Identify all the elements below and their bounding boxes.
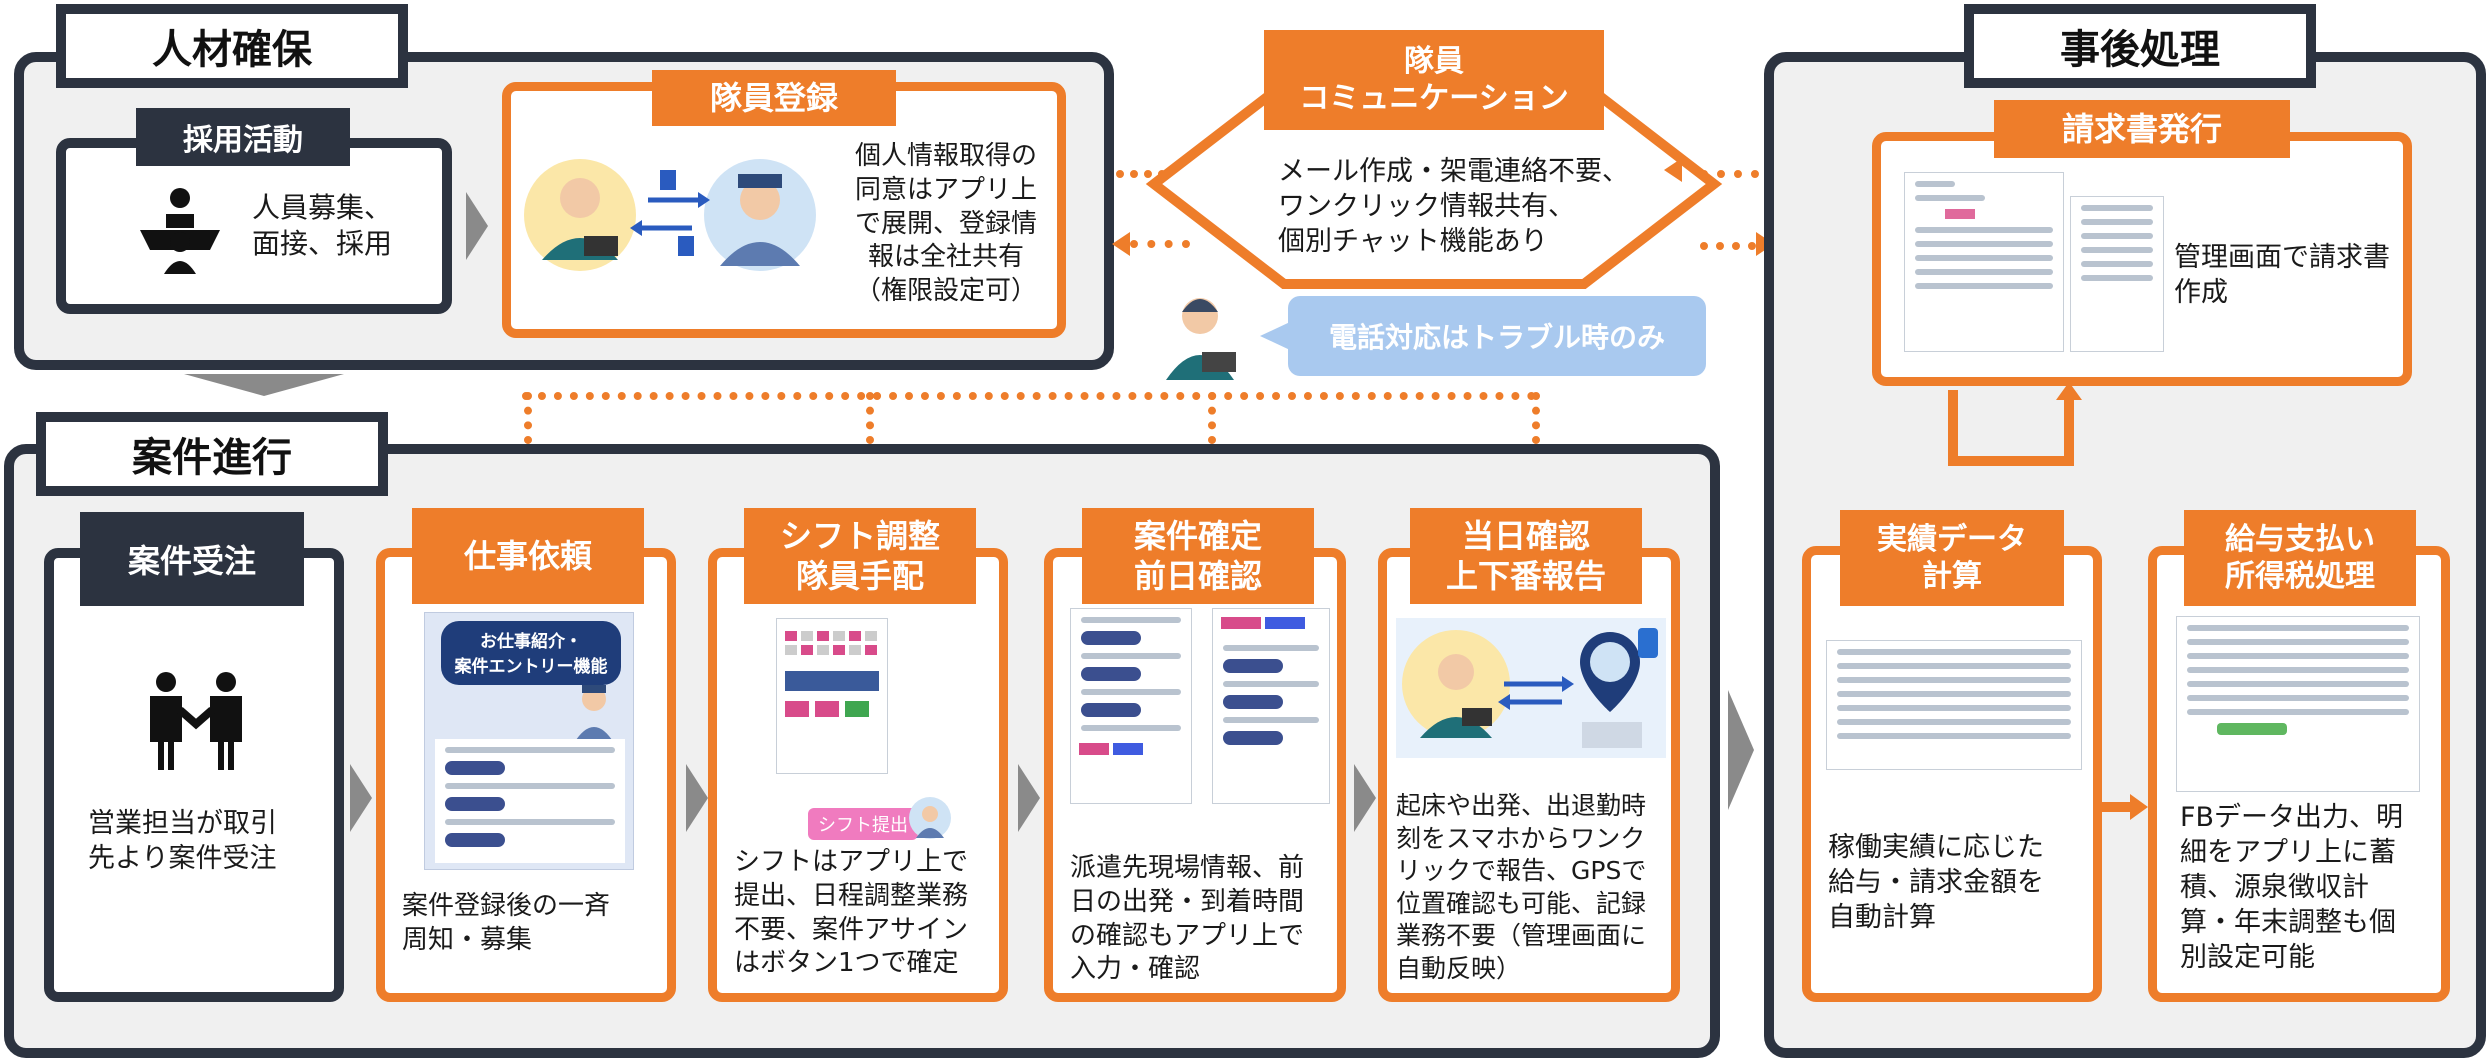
arrow-right-icon [2130, 794, 2148, 820]
recruit-activity-text: 人員募集、 面接、採用 [252, 191, 393, 261]
dotted-drop [1208, 392, 1216, 488]
order-text: 営業担当が取引 先より案件受注 [88, 808, 277, 875]
arrow-right-icon [1728, 690, 1754, 810]
calc-screen-image [1826, 640, 2082, 770]
step-screen-3b [1212, 608, 1330, 804]
step-text-4: 起床や出発、出退勤時 刻をスマホからワンク リックで報告、GPSで 位置確認も可… [1396, 791, 1647, 983]
step-label-3: 案件確定 前日確認 [1082, 508, 1314, 604]
arrow-right-icon [350, 764, 372, 832]
dotted-connector [1116, 170, 1166, 178]
step-label-2: シフト調整 隊員手配 [744, 508, 976, 604]
connector-line [2102, 802, 2132, 812]
operator-exchange-guard-icon [520, 140, 820, 280]
arrow-left-icon [1664, 158, 1682, 182]
invoice-label: 請求書発行 [1994, 100, 2290, 158]
dotted-drop [866, 392, 874, 488]
callout-bubble [1288, 296, 1706, 376]
callout-text: 電話対応はトラブル時のみ [1328, 321, 1665, 354]
step-screen-2 [776, 618, 888, 774]
step-caption-2: シフト提出 [808, 808, 918, 840]
order-box [44, 548, 344, 1002]
payroll-text: FBデータ出力、明 細をアプリ上に蓄 積、源泉徴収計 算・年末調整も個 別設定可… [2180, 802, 2404, 974]
connector-line [2064, 396, 2074, 466]
dotted-connector [1130, 240, 1190, 248]
arrow-down-icon [184, 374, 344, 396]
payroll-screen-image [2176, 616, 2420, 792]
arrow-left-icon [1112, 232, 1130, 256]
calc-text: 稼働実績に応じた 給与・請求金額を 自動計算 [1828, 832, 2044, 934]
dotted-drop [524, 392, 532, 488]
step-caption-1: お仕事紹介・ 案件エントリー機能 [441, 621, 621, 685]
callout-pointer [1260, 322, 1290, 350]
connector-line [1948, 456, 2072, 466]
arrow-right-icon [466, 192, 488, 260]
step-text-3: 派遣先現場情報、前 日の出発・到着時間 の確認もアプリ上で 入力・確認 [1070, 853, 1305, 985]
guard-avatar-icon [908, 796, 952, 840]
calc-card [1802, 546, 2102, 1002]
step-text-1: 案件登録後の一斉 周知・募集 [402, 891, 611, 955]
order-label: 案件受注 [80, 512, 304, 606]
calc-label: 実績データ 計算 [1840, 510, 2064, 606]
invoice-table-image [2070, 196, 2164, 352]
step-text-2: シフトはアプリ上で 提出、日程調整業務 不要、案件アサイン はボタン1つで確定 [734, 847, 969, 979]
communication-label: 隊員 コミュニケーション [1264, 30, 1604, 130]
payroll-label: 給与支払い 所得税処理 [2184, 510, 2416, 606]
arrow-right-icon [686, 764, 708, 832]
recruit-title: 人材確保 [56, 4, 408, 88]
invoice-text: 管理画面で請求書作成 [2174, 242, 2390, 309]
step-screen-3a [1070, 608, 1192, 804]
recruit-activity-label: 採用活動 [136, 108, 350, 166]
dotted-connector [1700, 242, 1756, 250]
communication-text: メール作成・架電連絡不要、 ワンクリック情報共有、 個別チャット機能あり [1278, 156, 1629, 258]
project-title: 案件進行 [36, 412, 388, 496]
after-title: 事後処理 [1964, 4, 2316, 88]
connector-line [1948, 390, 1958, 466]
arrow-right-icon [1018, 764, 1040, 832]
dotted-connector [1700, 170, 1776, 178]
step-label-1: 仕事依頼 [412, 508, 644, 604]
handshake-icon [136, 670, 256, 770]
registration-text: 個人情報取得の 同意はアプリ上 で展開、登録情 報は全社共有 （権限設定可） [854, 141, 1037, 307]
arrow-right-icon [1354, 764, 1376, 832]
step-screen-1: お仕事紹介・ 案件エントリー機能 [424, 612, 634, 870]
invoice-screen-image [1904, 172, 2064, 352]
operator-icon [1160, 290, 1240, 380]
registration-label: 隊員登録 [652, 70, 896, 126]
dotted-distribution-line [522, 392, 1536, 400]
recruit-activity-box [56, 138, 452, 314]
interview-people-icon [130, 184, 230, 274]
step-label-4: 当日確認 上下番報告 [1410, 508, 1642, 604]
dotted-drop [1532, 392, 1540, 488]
arrow-up-icon [2056, 382, 2082, 400]
report-gps-icon [1396, 618, 1666, 758]
